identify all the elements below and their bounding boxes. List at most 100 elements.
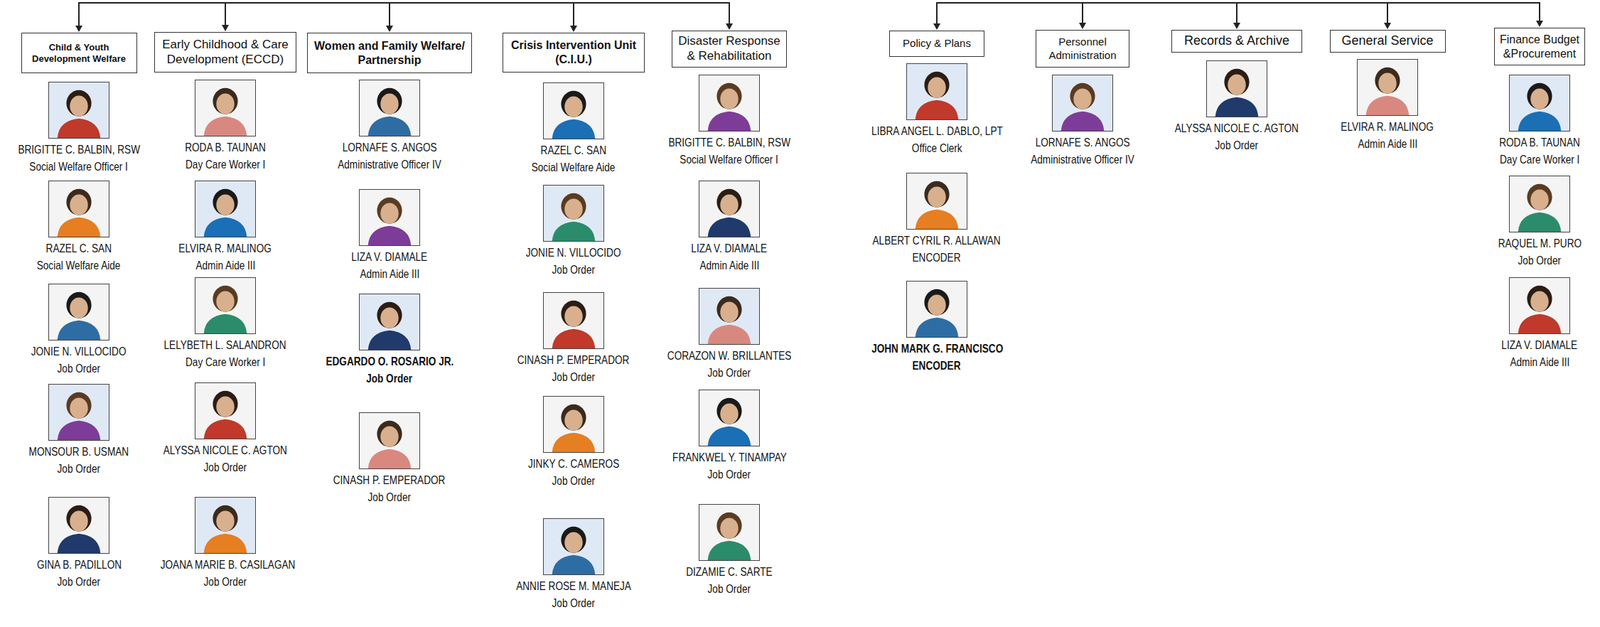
staff-photo: [48, 81, 110, 139]
staff-name-line: RAQUEL M. PURO: [1457, 235, 1600, 253]
staff-position-line: Day Care Worker I: [143, 353, 308, 372]
department-box: Finance Budget &Procurement: [1494, 27, 1586, 66]
staff-position: Job Order: [368, 489, 411, 507]
staff-position: Job Order: [552, 368, 595, 386]
staff-name: DIZAMIE C. SARTE: [685, 563, 772, 581]
drop-line: [1386, 2, 1389, 25]
photo-ground: [1357, 59, 1418, 116]
staff-name-line: RODA B. TAUNAN: [143, 139, 308, 157]
photo-silhouette: [1509, 277, 1570, 334]
staff-photo: [1051, 74, 1114, 132]
photo-face: [564, 306, 583, 327]
staff-photo: [48, 383, 110, 441]
staff-position: Job Order: [552, 472, 595, 490]
photo-face: [69, 297, 88, 319]
staff-entry: ANNIE ROSE M. MANEJAJob Order: [491, 518, 656, 612]
photo-face: [927, 294, 946, 316]
photo-body: [552, 432, 596, 453]
staff-position: Admin Aide III: [1357, 135, 1418, 153]
photo-body: [203, 314, 248, 334]
staff-position: ENCODER: [912, 249, 961, 267]
staff-name: FRANKWEL Y. TINAMPAY: [672, 449, 787, 467]
drop-line: [1081, 2, 1084, 25]
photo-ground: [1509, 176, 1570, 232]
photo-silhouette: [1206, 61, 1267, 117]
department-box: General Service: [1329, 29, 1446, 53]
photo-body: [1366, 95, 1410, 116]
staff-position-line: Office Clerk: [855, 140, 1019, 158]
drop-arrowhead: [1078, 22, 1087, 30]
staff-name: GINA B. PADILLON: [36, 556, 121, 574]
staff-name-line: RODA B. TAUNAN: [1457, 134, 1600, 152]
staff-position-line: Job Order: [1155, 137, 1319, 155]
photo-face: [720, 88, 738, 110]
staff-name-line: GINA B. PADILLON: [0, 556, 161, 574]
photo-hair: [716, 296, 742, 323]
staff-entry: MONSOUR B. USMANJob Order: [0, 383, 161, 478]
photo-silhouette: [1357, 59, 1418, 116]
photo-ground: [195, 383, 256, 439]
photo-body: [203, 116, 248, 136]
photo-face: [1530, 291, 1549, 313]
department-box: Child & Youth Development Welfare: [21, 32, 138, 74]
staff-photo: [698, 180, 760, 238]
staff-name: LELYBETH L. SALANDRON: [164, 336, 287, 354]
photo-hair: [716, 398, 742, 425]
staff-photo: [48, 496, 110, 554]
department-box: Early Childhood & Care Development (ECCD…: [154, 31, 297, 73]
staff-name: ANNIE ROSE M. MANEJA: [516, 577, 632, 595]
staff-position-line: Social Welfare Officer I: [647, 151, 812, 169]
staff-name: ALYSSA NICOLE C. AGTON: [163, 442, 288, 460]
photo-body: [707, 111, 752, 131]
photo-body: [57, 217, 101, 237]
drop-arrowhead: [75, 25, 83, 32]
photo-hair: [376, 302, 402, 329]
staff-name: JONIE N. VILLOCIDO: [525, 244, 622, 262]
staff-position: Job Order: [57, 360, 101, 378]
staff-photo: [358, 293, 421, 351]
photo-silhouette: [699, 181, 760, 237]
staff-photo: [543, 184, 605, 242]
staff-name: JOHN MARK G. FRANCISCO: [871, 340, 1003, 358]
drop-arrowhead: [221, 24, 229, 32]
photo-silhouette: [543, 292, 604, 349]
staff-position-line: Job Order: [647, 580, 812, 598]
photo-hair: [560, 90, 586, 118]
staff-photo: [906, 172, 968, 230]
photo-silhouette: [543, 396, 604, 453]
photo-body: [57, 118, 101, 138]
staff-photo: [1509, 74, 1571, 132]
photo-body: [915, 100, 959, 120]
staff-name: LORNAFE S. ANGOS: [341, 139, 437, 157]
staff-position-line: Job Order: [1457, 252, 1600, 270]
staff-photo: [1509, 277, 1571, 335]
photo-hair: [376, 420, 402, 448]
staff-photo: [1509, 175, 1571, 233]
staff-position-line: Job Order: [491, 261, 656, 279]
staff-name: CORAZON W. BRILLANTES: [667, 347, 792, 365]
staff-photo: [358, 189, 421, 246]
photo-silhouette: [699, 288, 760, 345]
photo-silhouette: [359, 412, 420, 469]
staff-entry: ALYSSA NICOLE C. AGTONJob Order: [143, 382, 308, 477]
staff-position-line: Social Welfare Aide: [491, 159, 656, 177]
staff-position-line: Job Order: [491, 594, 656, 612]
photo-hair: [212, 189, 238, 216]
photo-body: [1215, 97, 1259, 117]
photo-ground: [195, 80, 256, 136]
drop-arrowhead: [1383, 22, 1392, 30]
staff-photo: [698, 389, 760, 447]
staff-photo: [698, 503, 760, 561]
staff-name-line: FRANKWEL Y. TINAMPAY: [647, 449, 812, 467]
photo-body: [552, 221, 596, 241]
staff-name-line: ALYSSA NICOLE C. AGTON: [1155, 120, 1319, 138]
photo-ground: [906, 281, 967, 337]
department-box: Women and Family Welfare/ Partnership: [307, 32, 472, 74]
photo-face: [927, 186, 946, 208]
staff-name-line: ELVIRA R. MALINOG: [1305, 118, 1470, 136]
photo-face: [720, 403, 738, 425]
staff-position: ENCODER: [912, 357, 961, 375]
staff-name-line: JONIE N. VILLOCIDO: [0, 343, 161, 361]
department-title: Records & Archive: [1184, 33, 1290, 50]
staff-entry: JOANA MARIE B. CASILAGANJob Order: [143, 496, 308, 591]
